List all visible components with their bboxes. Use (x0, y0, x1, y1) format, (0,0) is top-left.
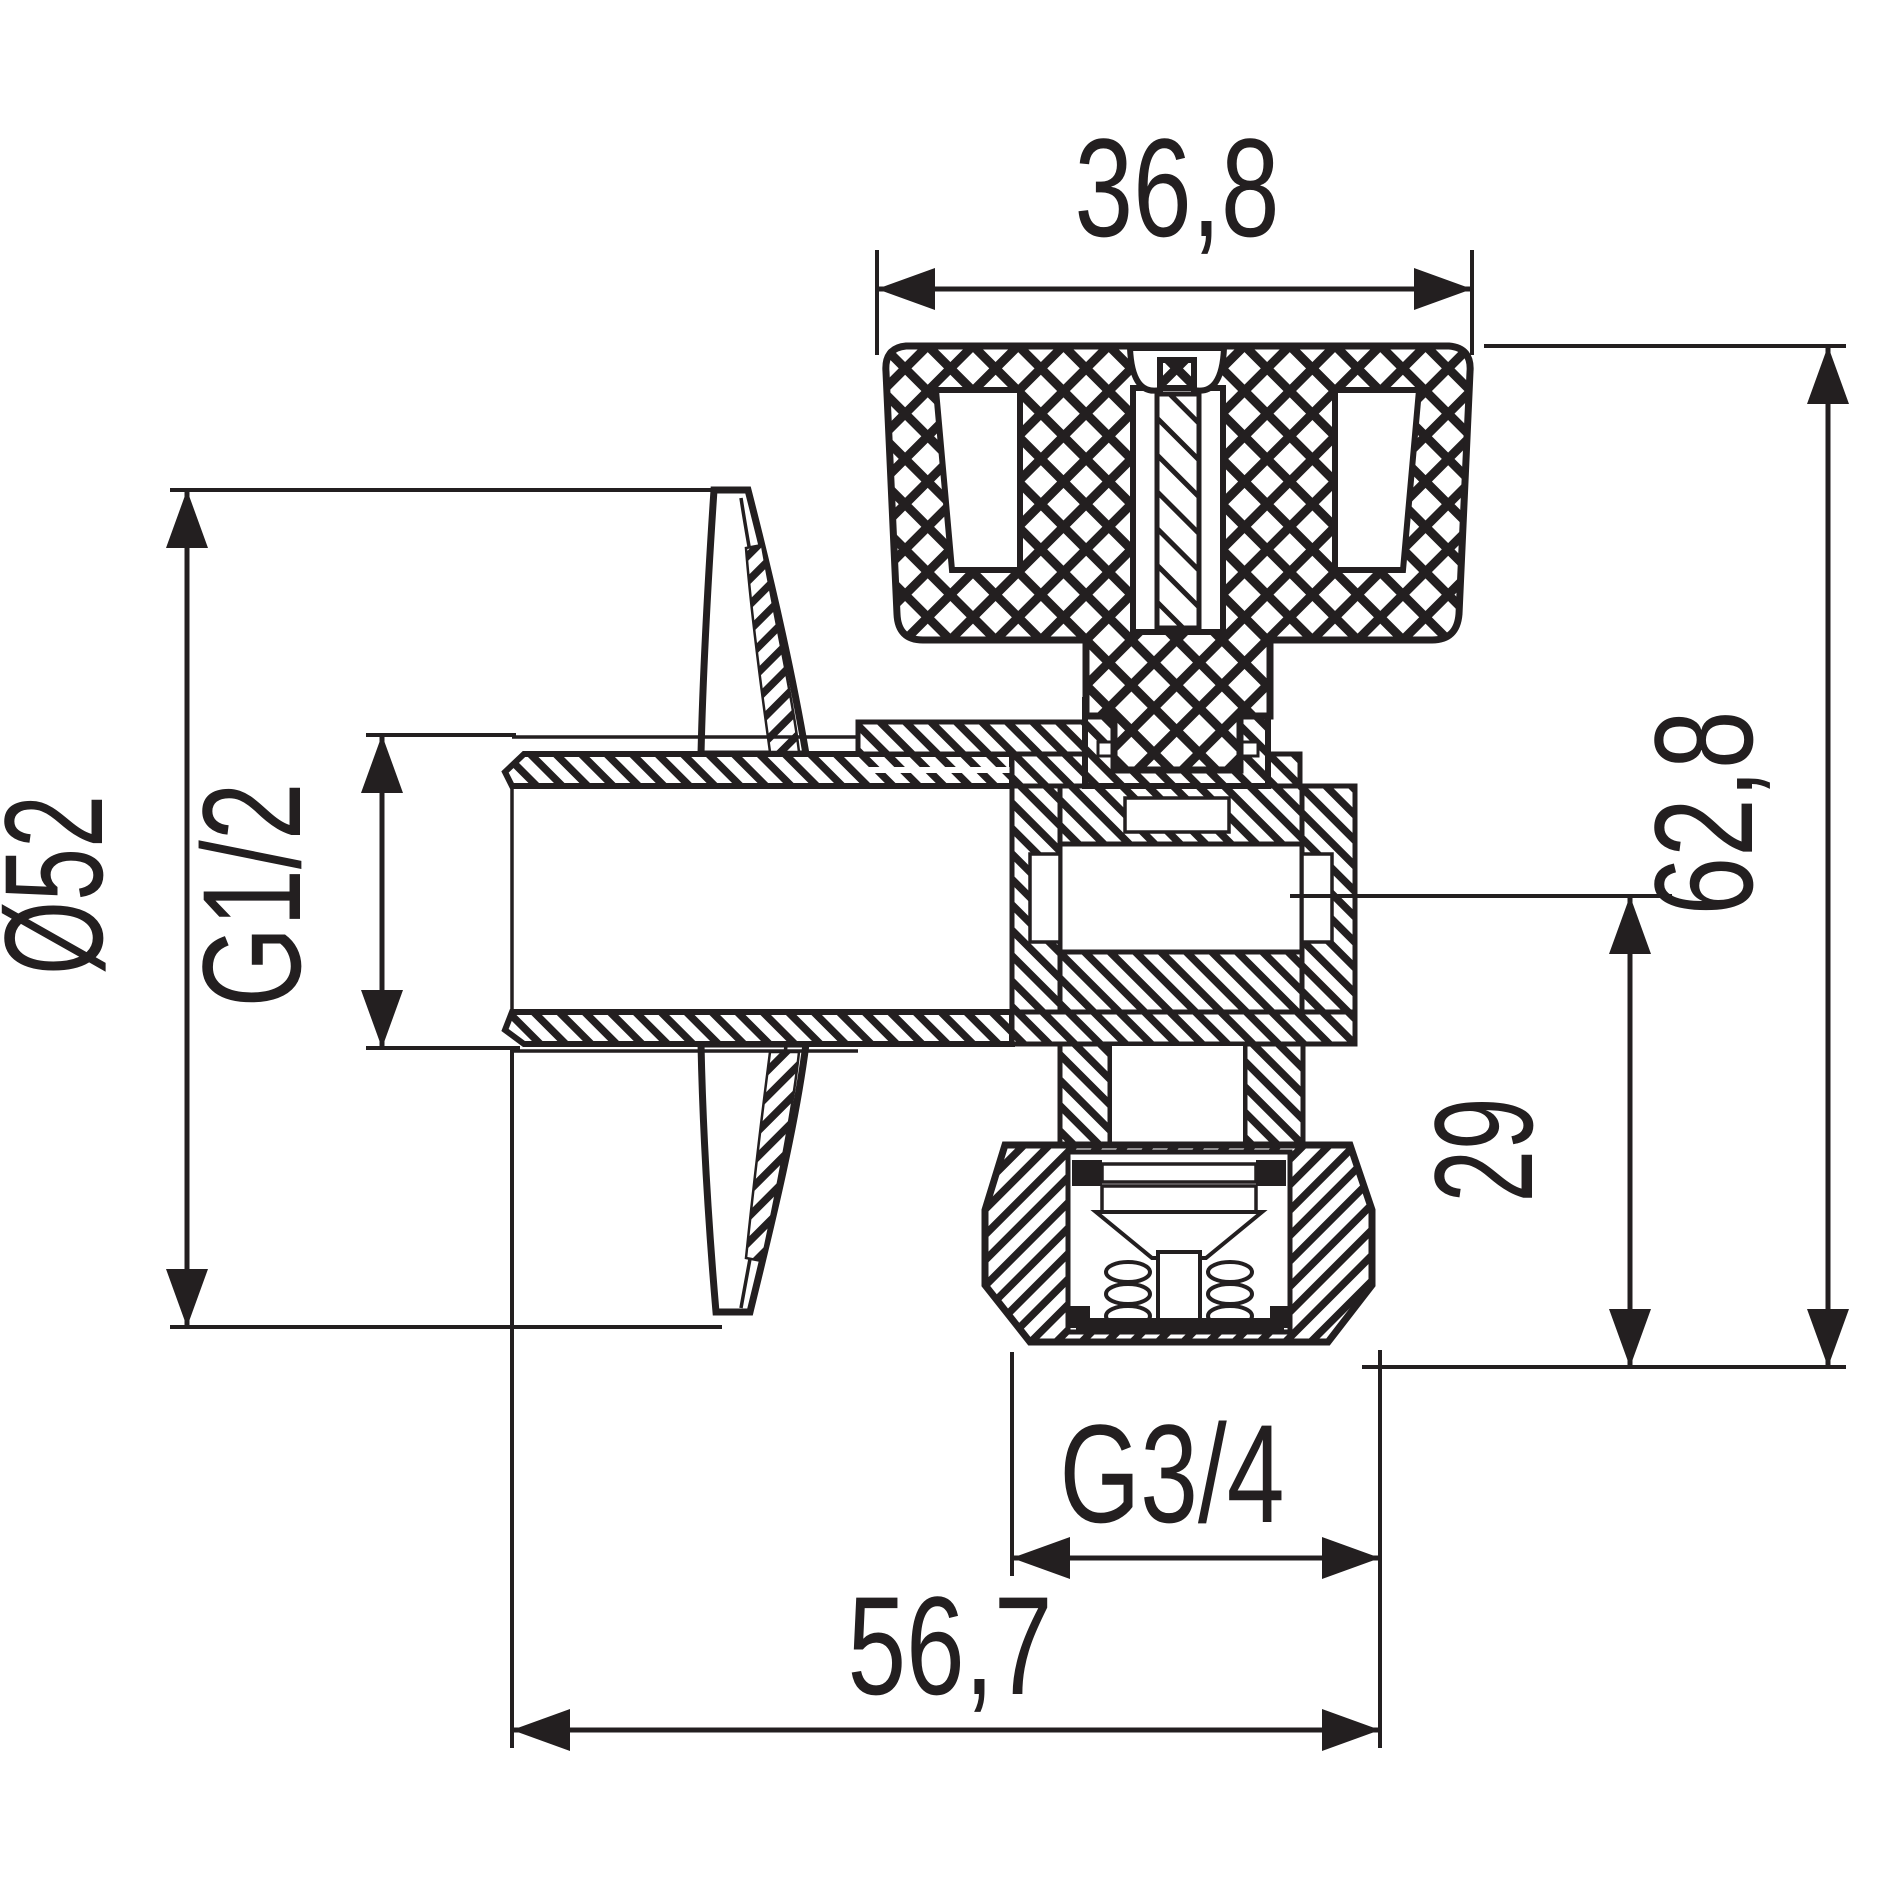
knob-window-right (1332, 387, 1423, 573)
dim-overall-width: 56,7 (510, 1050, 1380, 1751)
insert-upper (1100, 1184, 1258, 1214)
outlet-neck-right (1242, 1041, 1306, 1151)
valve-figure (501, 342, 1474, 1346)
dim-inlet-thread: G1/2 (173, 733, 520, 1050)
wall-flange (697, 486, 811, 1316)
dimension-annotations: 36,8 62,8 29 Ø52 (0, 109, 1849, 1751)
dim-outlet-thread: G3/4 (1010, 1350, 1382, 1748)
arrowhead-left (512, 1709, 570, 1751)
arrowhead-up (361, 735, 403, 793)
handle-knob (882, 342, 1474, 774)
dim-overall-width-label: 56,7 (848, 1567, 1053, 1724)
outlet-neck-left (1057, 1041, 1113, 1151)
body-bottom-wall (1009, 1009, 1358, 1047)
oring-right (1256, 1160, 1286, 1186)
knob-window-left (932, 387, 1023, 573)
arrowhead-up (166, 490, 208, 548)
seat-left (1028, 852, 1062, 944)
pipe-wall-bottom (501, 1009, 1015, 1047)
arrowhead-left (877, 268, 935, 310)
arrowhead-up (1609, 896, 1651, 954)
arrowhead-up (1807, 346, 1849, 404)
dim-top-width: 36,8 (875, 109, 1474, 355)
dim-flange-diameter: Ø52 (0, 488, 722, 1329)
arrowhead-down (166, 1269, 208, 1327)
spring-right (1206, 1260, 1254, 1328)
dim-inlet-thread-label: G1/2 (173, 783, 330, 1008)
spring-left (1104, 1260, 1152, 1328)
dim-overall-height-label: 62,8 (1625, 711, 1782, 916)
stem-passage (1123, 796, 1231, 834)
check-valve-cone (1090, 1210, 1268, 1260)
dim-overall-height: 62,8 (1362, 344, 1849, 1369)
screw-head-slot (1126, 345, 1228, 394)
ball-cavity (1057, 841, 1305, 955)
arrowhead-down (361, 990, 403, 1048)
outlet-nut (981, 1141, 1376, 1346)
body-lower-band (1057, 949, 1305, 1015)
dim-top-width-label: 36,8 (1075, 109, 1280, 266)
screw-shaft (1154, 391, 1202, 631)
arrowhead-right (1322, 1537, 1380, 1579)
insert-plate (1100, 1162, 1258, 1184)
dim-outlet-height: 29 (1290, 894, 1672, 1367)
pipe-socket-joint (860, 767, 1010, 773)
arrowhead-right (1322, 1709, 1380, 1751)
flange-lower-hatch (744, 1050, 801, 1263)
dim-flange-diameter-label: Ø52 (0, 795, 132, 975)
arrowhead-right (1414, 268, 1472, 310)
arrowhead-left (1012, 1537, 1070, 1579)
dim-outlet-height-label: 29 (1405, 1098, 1562, 1203)
inlet-pipe (501, 735, 1015, 1053)
bottom-washer (1076, 1318, 1284, 1330)
arrowhead-down (1609, 1309, 1651, 1367)
dim-outlet-thread-label: G3/4 (1060, 1395, 1285, 1552)
outlet-neck-bore (1108, 1042, 1247, 1150)
oring-left (1072, 1160, 1102, 1186)
arrowhead-down (1807, 1309, 1849, 1367)
